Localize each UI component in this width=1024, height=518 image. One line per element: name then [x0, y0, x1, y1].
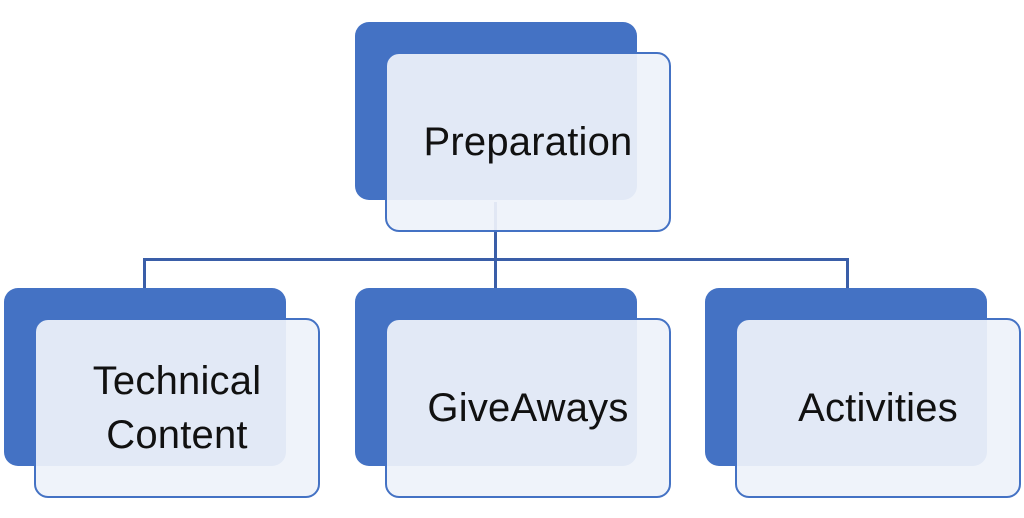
- left-branch-connector: [143, 258, 146, 289]
- child-node-technical-content: Technical Content: [4, 288, 320, 498]
- child-node-technical-content-card: Technical Content: [34, 318, 320, 498]
- child-node-activities-card: Activities: [735, 318, 1021, 498]
- child-node-activities: Activities: [705, 288, 1021, 498]
- child-node-technical-content-label: Technical Content: [92, 359, 262, 457]
- root-node-card: Preparation: [385, 52, 671, 232]
- root-node-preparation: Preparation: [355, 22, 671, 232]
- child-node-giveaways-label: GiveAways: [427, 386, 629, 430]
- child-node-giveaways-card: GiveAways: [385, 318, 671, 498]
- child-node-giveaways: GiveAways: [355, 288, 671, 498]
- root-node-label: Preparation: [423, 120, 633, 164]
- right-branch-connector: [846, 258, 849, 289]
- child-node-activities-label: Activities: [798, 386, 958, 430]
- middle-branch-connector: [494, 258, 497, 289]
